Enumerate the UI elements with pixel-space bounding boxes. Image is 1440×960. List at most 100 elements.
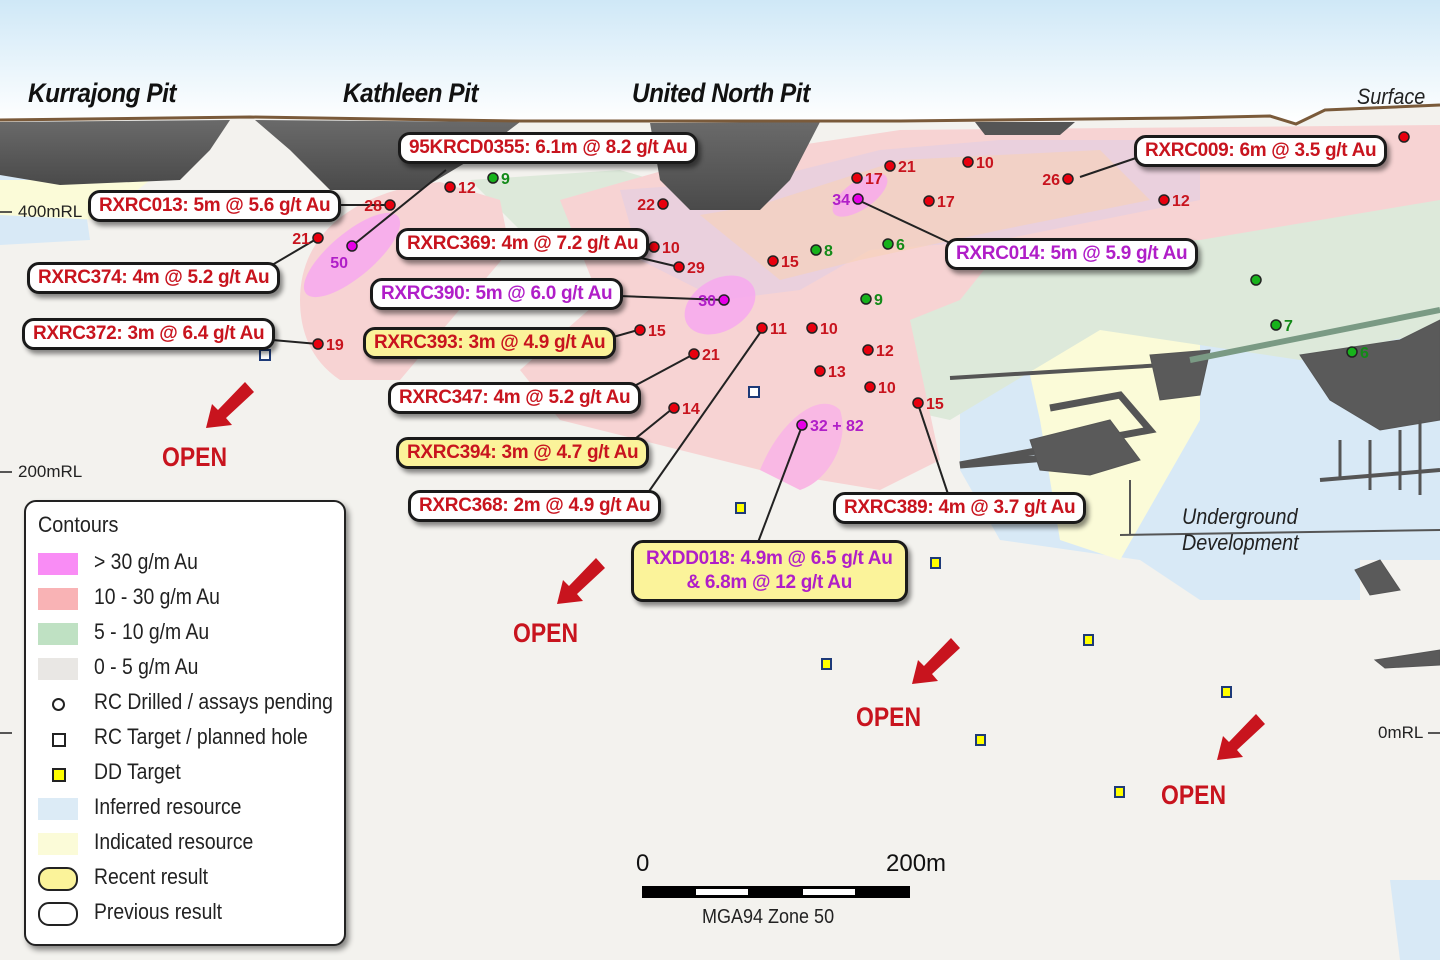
arrow-icon [912,638,960,684]
drillhole-marker[interactable] [718,294,730,306]
pill-icon [38,867,78,891]
drillhole-marker[interactable] [384,199,396,211]
legend-item: Inferred resource [38,793,338,823]
rl-0-label: 0mRL [1378,723,1424,742]
drillhole-value: 19 [326,337,344,354]
drillhole-value: 12 [876,343,894,360]
drillhole-marker[interactable] [852,193,864,205]
callout-RXRC013[interactable]: RXRC013: 5m @ 5.6 g/t Au [88,190,342,222]
drillhole-value: 26 [1042,172,1060,189]
drillhole-value: 10 [878,380,896,397]
callout-95KRCD0355[interactable]: 95KRCD0355: 6.1m @ 8.2 g/t Au [398,132,699,164]
callout-RXRC374[interactable]: RXRC374: 4m @ 5.2 g/t Au [27,262,281,294]
drillhole-marker[interactable] [756,322,768,334]
drillhole-marker[interactable] [810,244,822,256]
callout-RXRC369[interactable]: RXRC369: 4m @ 7.2 g/t Au [396,228,650,260]
drillhole-value: 9 [501,171,510,188]
legend-label: 5 - 10 g/m Au [94,619,210,644]
drillhole-marker[interactable] [312,338,324,350]
rc-target [748,386,760,398]
callout-RXDD018-line1: RXDD018: 4.9m @ 6.5 g/t Au [646,548,893,569]
drillhole-value: 15 [781,254,799,271]
legend-item: 10 - 30 g/m Au [38,583,338,613]
drillhole-marker[interactable] [912,397,924,409]
drillhole-value: 17 [937,194,955,211]
drillhole-marker[interactable] [487,172,499,184]
legend-item: RC Drilled / assays pending [38,688,338,718]
drillhole-marker[interactable] [1346,346,1358,358]
drillhole-value: 22 [637,197,655,214]
drillhole-marker[interactable] [444,181,456,193]
pit-title-united-north: United North Pit [632,78,810,108]
drillhole-value: 7 [1284,318,1293,335]
drillhole-marker[interactable] [688,348,700,360]
legend-label: Indicated resource [94,829,254,854]
callout-RXRC014[interactable]: RXRC014: 5m @ 5.9 g/t Au [945,238,1199,270]
drillhole-marker[interactable] [634,324,646,336]
legend-item: RC Target / planned hole [38,723,338,753]
callout-RXRC372[interactable]: RXRC372: 3m @ 6.4 g/t Au [22,318,276,350]
drillhole-marker[interactable] [1398,131,1410,143]
drillhole-marker[interactable] [1250,274,1262,286]
callout-RXRC390[interactable]: RXRC390: 5m @ 6.0 g/t Au [370,278,624,310]
drillhole-marker[interactable] [864,381,876,393]
drillhole-marker[interactable] [668,402,680,414]
drillhole-marker[interactable] [884,160,896,172]
drillhole-marker[interactable] [851,172,863,184]
legend-swatch [38,658,78,680]
drillhole-value: 10 [976,155,994,172]
drillhole-marker[interactable] [673,261,685,273]
contour-over-30 [684,275,756,335]
legend-swatch [38,798,78,820]
drillhole-marker[interactable] [648,241,660,253]
legend-label: RC Drilled / assays pending [94,689,333,714]
callout-RXRC389[interactable]: RXRC389: 4m @ 3.7 g/t Au [833,492,1087,524]
drillhole-marker[interactable] [923,195,935,207]
pit-title-kathleen: Kathleen Pit [343,78,479,108]
callout-RXDD018[interactable]: RXDD018: 4.9m @ 6.5 g/t Au & 6.8m @ 12 g… [631,540,908,602]
callout-RXRC394[interactable]: RXRC394: 3m @ 4.7 g/t Au [396,437,650,469]
drillhole-marker[interactable] [346,240,358,252]
contour-over-30 [303,212,401,298]
drillhole-value: 34 [832,192,850,209]
drillhole-marker[interactable] [1062,173,1074,185]
drillhole-marker[interactable] [1158,194,1170,206]
drillhole-value: 30 [698,293,716,310]
sky [0,0,1440,122]
callout-RXRC009[interactable]: RXRC009: 6m @ 3.5 g/t Au [1134,135,1388,167]
legend-label: Recent result [94,864,209,889]
square-icon [52,768,66,782]
drillhole-marker[interactable] [814,365,826,377]
callout-RXRC368[interactable]: RXRC368: 2m @ 4.9 g/t Au [408,490,662,522]
callout-RXRC347[interactable]: RXRC347: 4m @ 5.2 g/t Au [388,382,642,414]
drillhole-marker[interactable] [962,156,974,168]
legend-label: DD Target [94,759,181,784]
drillhole-marker[interactable] [860,293,872,305]
scale-start-label: 0 [636,850,650,877]
callout-RXRC393[interactable]: RXRC393: 3m @ 4.9 g/t Au [363,327,617,359]
open-label: OPEN [513,618,579,648]
legend-item: Indicated resource [38,828,338,858]
drillhole-marker[interactable] [862,344,874,356]
open-label: OPEN [856,702,922,732]
drillhole-value: 12 [458,180,476,197]
kurrajong-pit [0,120,230,185]
rl-400-label: 400mRL [18,202,83,221]
drillhole-marker[interactable] [767,255,779,267]
legend-item: Previous result [38,898,338,928]
drillhole-value: 50 [330,255,348,272]
dd-target [1221,686,1232,698]
drillhole-marker[interactable] [657,198,669,210]
drillhole-marker[interactable] [806,322,818,334]
drillhole-marker[interactable] [312,232,324,244]
drillhole-marker[interactable] [882,238,894,250]
arrow-icon [557,558,605,604]
drillhole-marker[interactable] [1270,319,1282,331]
arrow-icon [206,382,254,428]
drillhole-marker[interactable] [796,419,808,431]
underground-development-label: Underground Development [1182,504,1299,555]
open-arrows [206,382,1265,760]
drillhole-value: 15 [926,396,944,413]
drillhole-value: 14 [682,401,700,418]
